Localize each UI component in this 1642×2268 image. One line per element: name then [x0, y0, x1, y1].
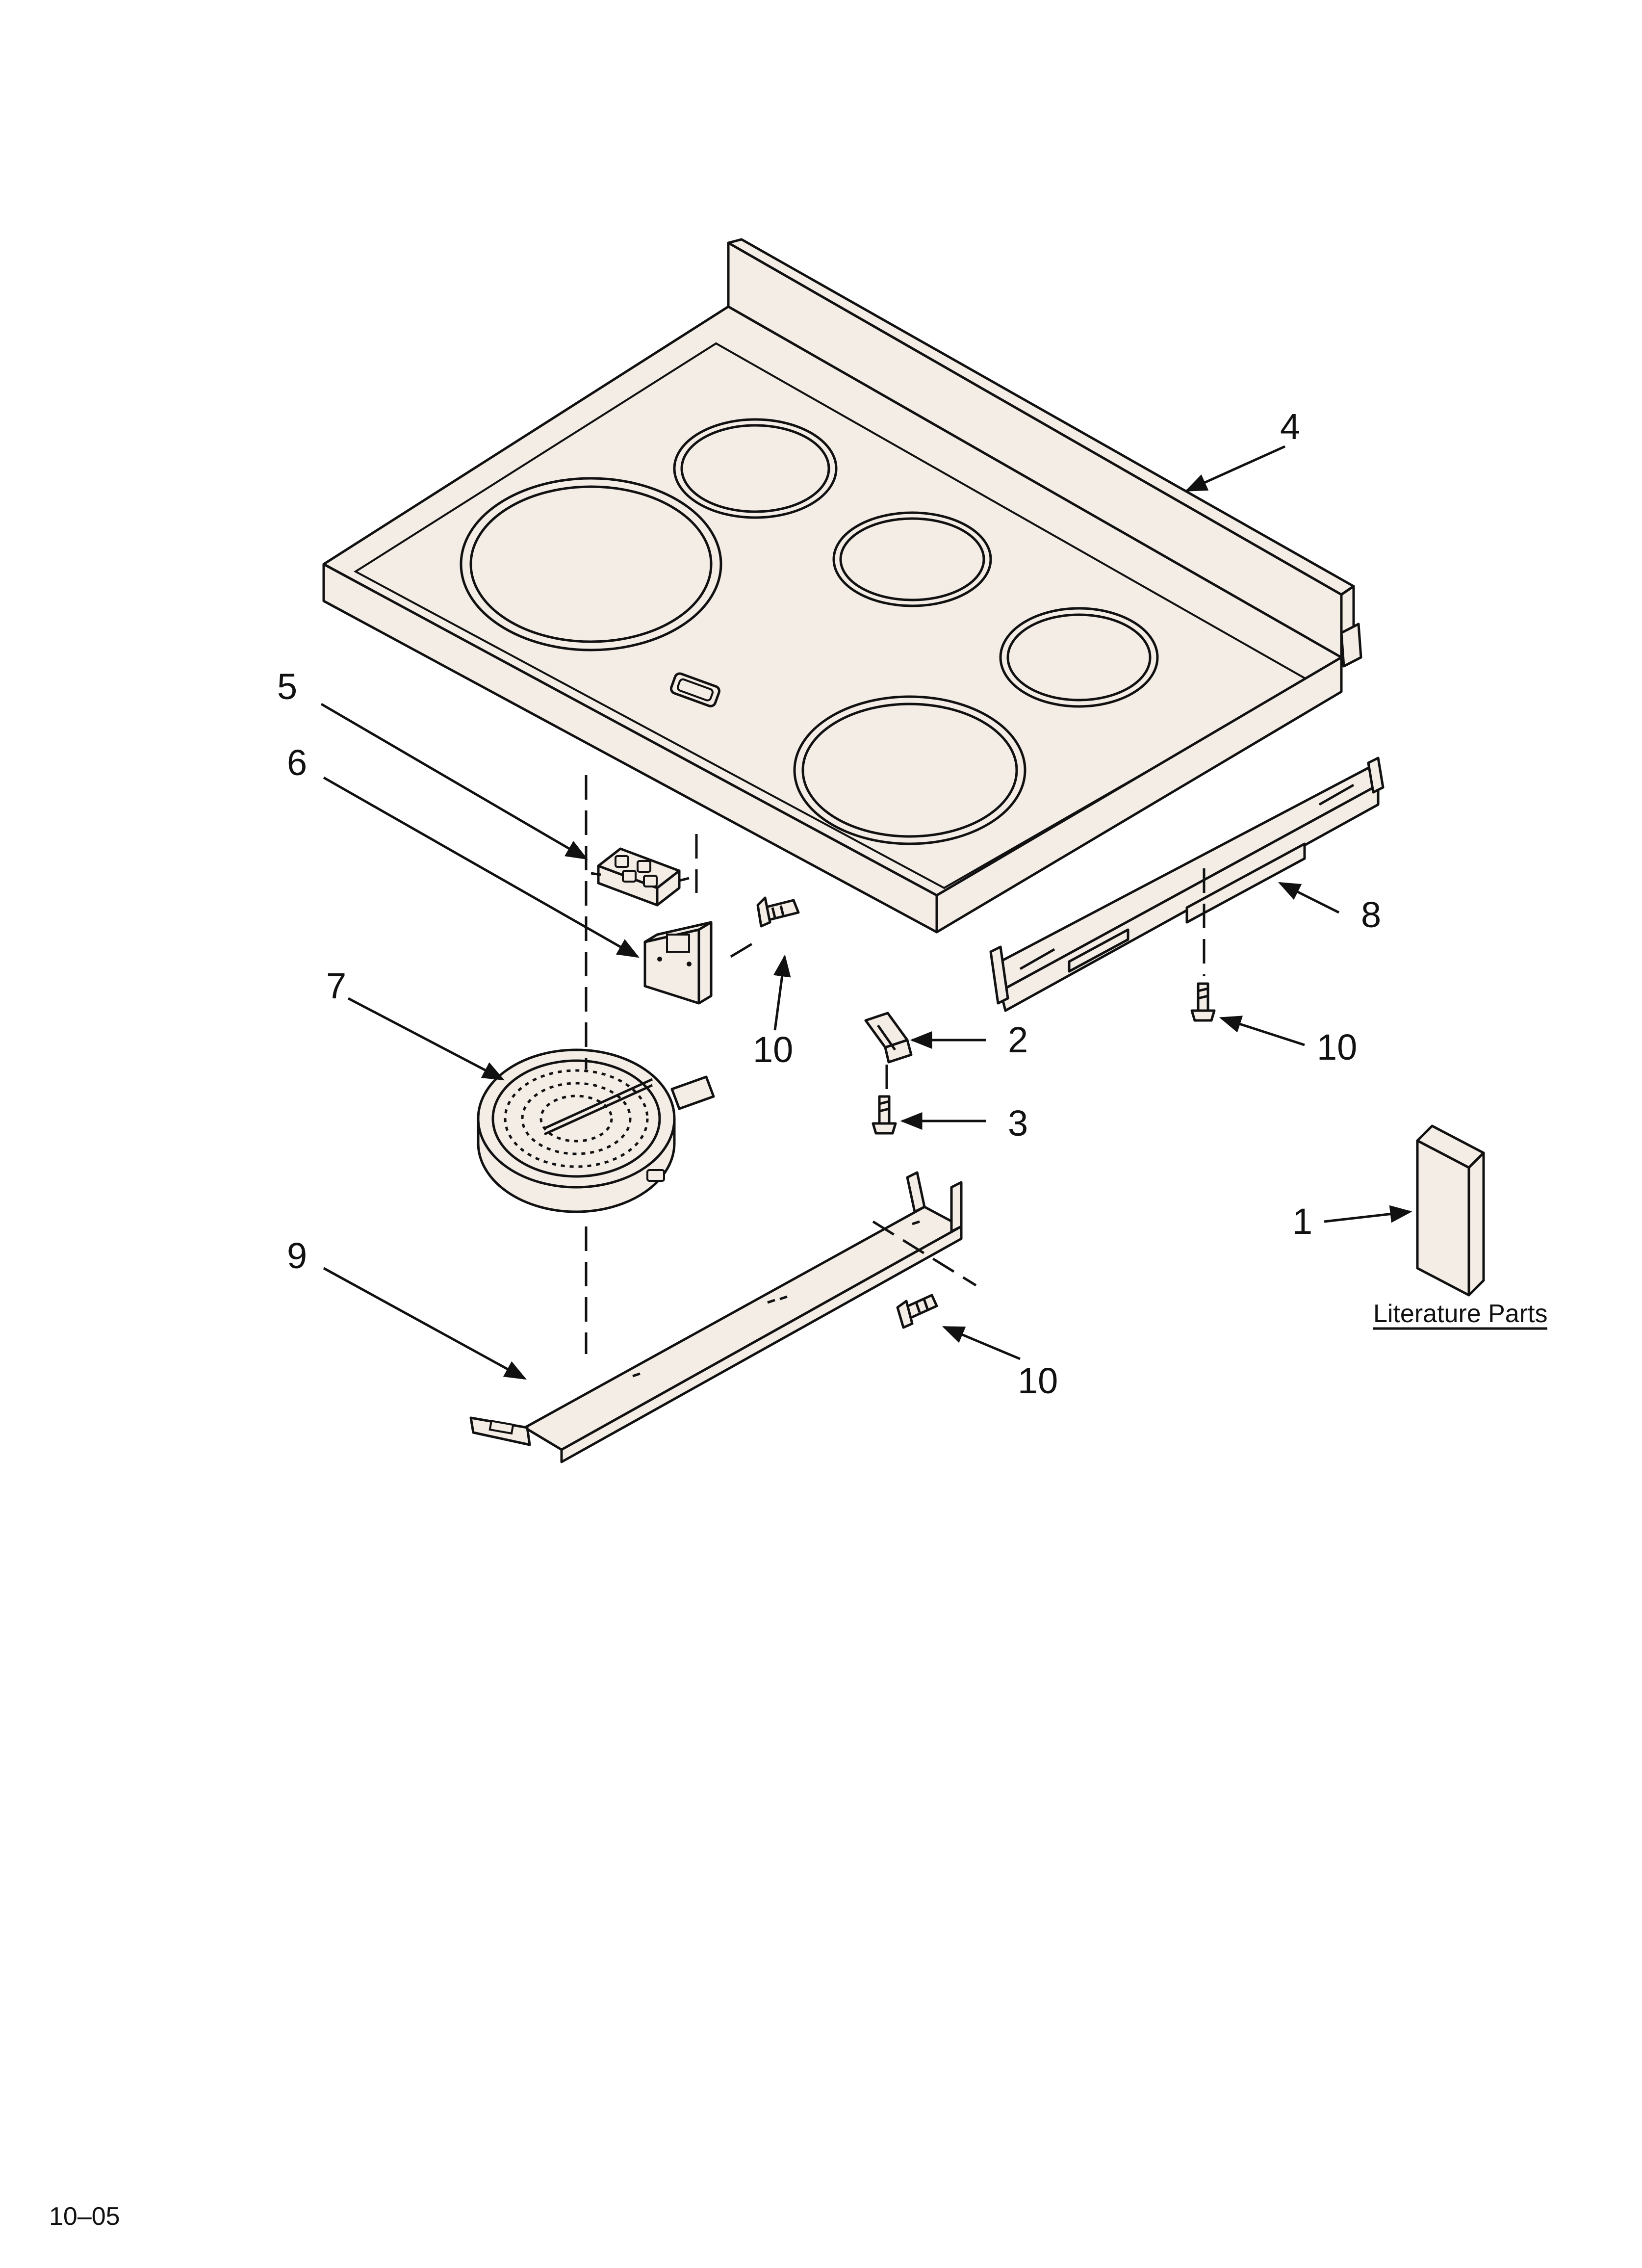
radiant-element-part-7 [477, 1048, 715, 1213]
burner-right-front [793, 695, 1026, 845]
footer-code: 10–05 [49, 2202, 120, 2231]
arrow-to-10-right [1219, 1016, 1305, 1046]
screw-part-3 [872, 1095, 897, 1135]
front-bracket-part-9 [469, 1171, 963, 1463]
arrow-to-6 [323, 776, 640, 958]
arrow-to-10-lower [942, 1326, 1021, 1360]
callout-4: 4 [1280, 406, 1300, 447]
switch-part-5 [590, 847, 690, 907]
callout-2: 2 [1008, 1019, 1028, 1060]
callout-3: 3 [1008, 1103, 1028, 1144]
burner-left-front [460, 477, 722, 652]
callout-10-lower: 10 [1018, 1360, 1058, 1401]
arrow-to-7 [347, 997, 505, 1081]
arrow-to-10-upper [773, 954, 791, 1031]
arrow-to-5 [320, 703, 588, 860]
cooktop-glass-assembly [322, 238, 1362, 934]
arrow-to-4 [1184, 445, 1286, 492]
burner-left-rear [673, 418, 838, 519]
callout-1: 1 [1292, 1201, 1312, 1242]
indicator-window [669, 672, 720, 707]
leader-arrows [320, 445, 1412, 1380]
screw-upper [756, 896, 800, 928]
literature-parts-label: Literature Parts [1373, 1300, 1548, 1328]
callout-9: 9 [287, 1235, 307, 1276]
alignment-lines [585, 775, 1206, 1354]
callout-10-right: 10 [1317, 1027, 1357, 1068]
screw-lower [896, 1294, 938, 1329]
callout-7: 7 [326, 965, 346, 1006]
burner-right-rear [999, 607, 1159, 708]
screw-right [1190, 982, 1216, 1022]
bracket-part-6 [643, 921, 713, 1005]
callout-8: 8 [1361, 894, 1381, 935]
callout-labels: 4 5 6 8 7 10 2 10 3 1 9 10 [277, 406, 1381, 1401]
arrow-to-8 [1278, 882, 1340, 914]
literature-booklet-part-1 [1416, 1124, 1485, 1297]
arrow-to-1 [1324, 1205, 1412, 1223]
arrow-to-9 [323, 1267, 527, 1380]
rear-bracket-part-8 [989, 756, 1385, 1012]
callout-10-upper: 10 [753, 1029, 793, 1070]
burner-center [832, 511, 992, 607]
clip-part-2 [864, 1012, 913, 1064]
callout-6: 6 [287, 742, 307, 783]
callout-5: 5 [277, 666, 297, 707]
